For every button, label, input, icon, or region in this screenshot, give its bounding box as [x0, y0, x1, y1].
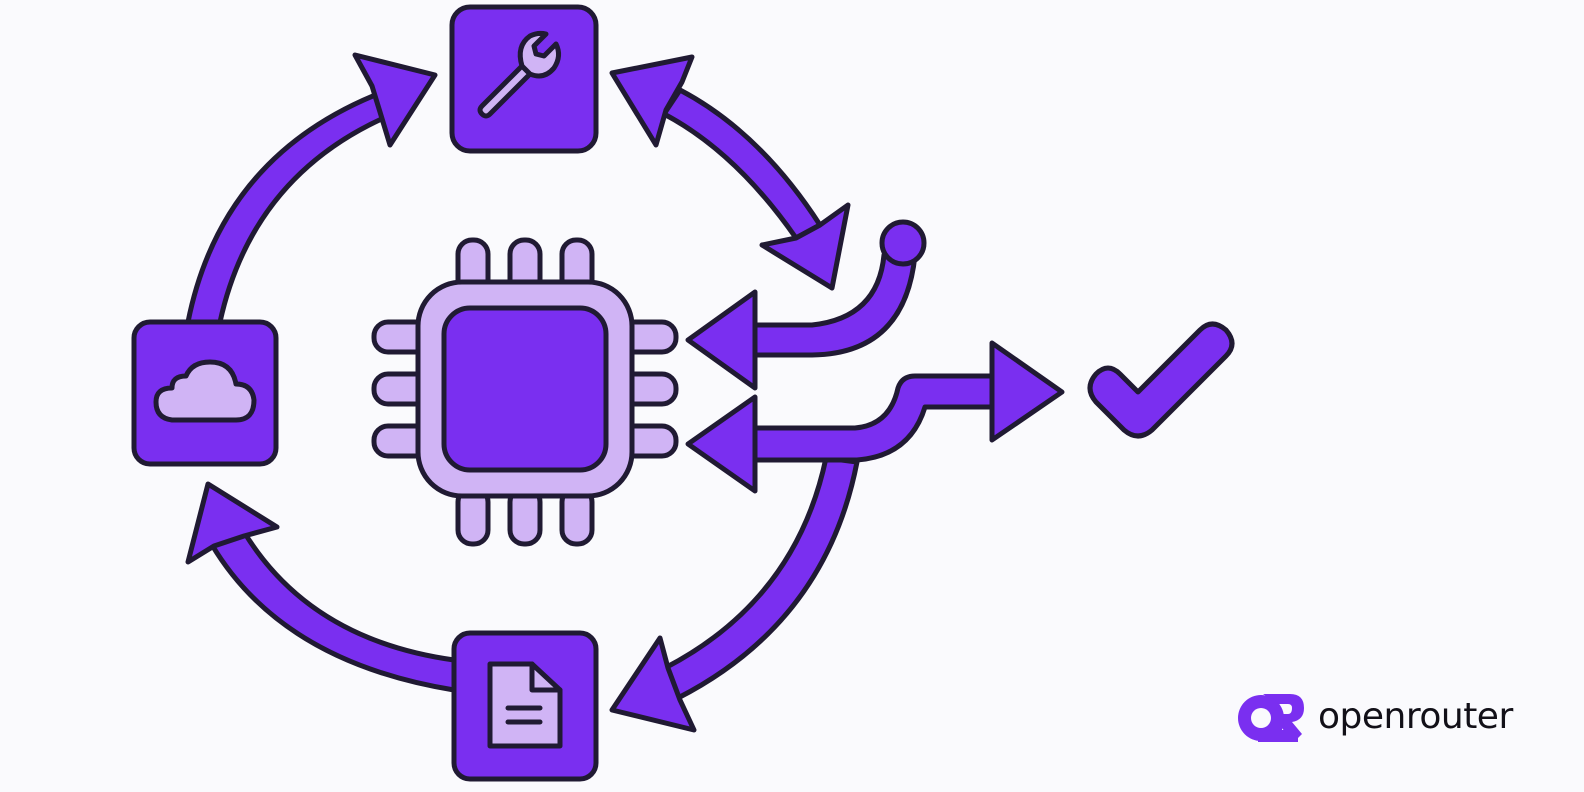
cloud-icon — [153, 359, 257, 423]
input-connector-top — [685, 219, 927, 391]
wrench-icon — [477, 30, 562, 119]
checkmark-icon — [1087, 321, 1235, 439]
brand-footer: openrouter — [1236, 690, 1513, 744]
output-branch — [685, 340, 1065, 494]
processor-chip — [371, 237, 679, 547]
document-icon — [487, 661, 563, 749]
arrow-document-to-cloud — [185, 481, 457, 693]
connector-node-dot — [879, 219, 927, 267]
tool-node — [449, 4, 599, 154]
arrow-cloud-to-tool — [185, 52, 438, 325]
cloud-node — [131, 319, 279, 467]
document-node — [451, 630, 599, 782]
arrow-processor-to-document — [609, 455, 860, 733]
openrouter-logo-icon — [1238, 694, 1304, 742]
chip-core — [441, 305, 609, 473]
brand-name: openrouter — [1318, 696, 1513, 737]
arrow-tool-to-processor — [609, 54, 851, 291]
